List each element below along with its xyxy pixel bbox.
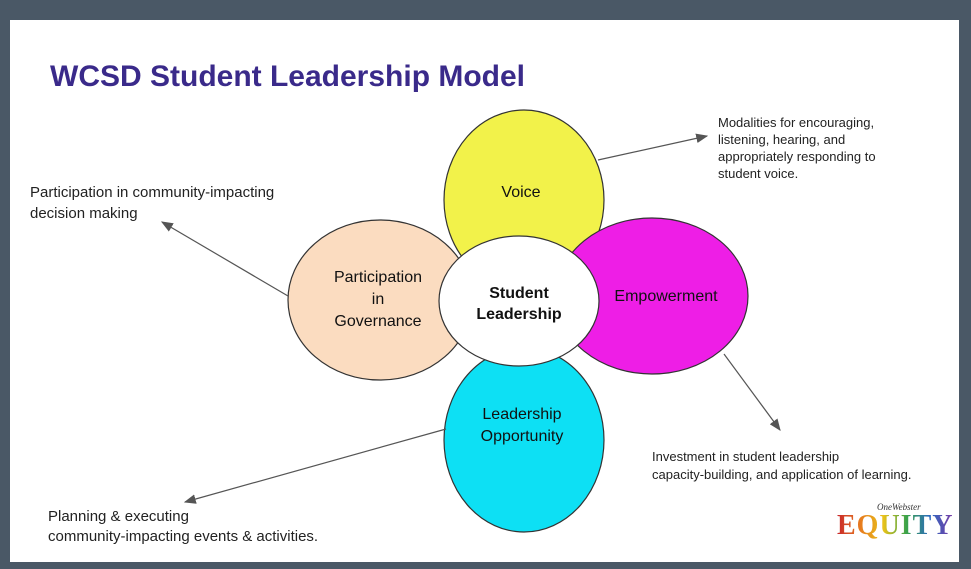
center-label-1: Student [489,285,549,302]
annotation-opportunity-2: community-impacting events & activities. [48,528,318,545]
annotation-governance-1: Participation in community-impacting [30,184,274,201]
logo-small-text: OneWebster [877,502,921,512]
arrow-governance [160,221,289,297]
annotation-voice-1: Modalities for encouraging, [718,115,874,130]
petal-label-governance-1: Participation [334,269,422,286]
center-circle [438,235,600,367]
center-label-2: Leadership [476,306,562,323]
annotation-empowerment-1: Investment in student leadership [652,449,839,464]
annotation-opportunity-1: Planning & executing [48,508,189,525]
slide-title: WCSD Student Leadership Model [50,60,526,93]
logo-main-text: EQUITY [837,510,954,541]
petal-label-opportunity-1: Leadership [482,406,561,423]
annotation-voice-2: listening, hearing, and [718,132,845,147]
slide: WCSD Student Leadership Model Voice Empo… [10,20,959,562]
arrow-opportunity [183,428,447,504]
annotation-voice-4: student voice. [718,166,798,181]
petal-label-governance-2: in [372,291,384,308]
annotation-empowerment-2: capacity-building, and application of le… [652,467,911,482]
arrow-voice [597,133,709,161]
petal-label-governance-3: Governance [334,313,421,330]
annotation-governance-2: decision making [30,205,138,222]
arrow-empowerment [723,353,781,431]
equity-logo: OneWebster EQUITY [837,500,952,541]
leadership-diagram: Voice Empowerment Leadership Opportunity… [30,109,911,545]
petal-label-opportunity-2: Opportunity [481,428,564,445]
annotation-voice-3: appropriately responding to [718,149,876,164]
petal-label-voice: Voice [501,184,540,201]
petal-label-empowerment: Empowerment [614,288,718,305]
